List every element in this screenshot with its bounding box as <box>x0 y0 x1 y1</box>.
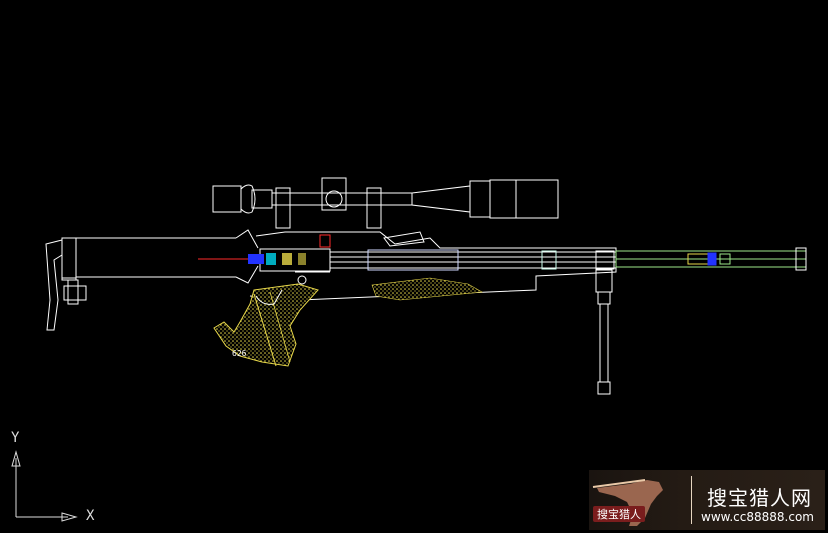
hunter-silhouette-icon <box>592 479 663 526</box>
ucs-x-label: X <box>86 508 95 524</box>
watermark-site-name: 搜宝猎人网 <box>707 486 812 510</box>
grip <box>213 283 319 367</box>
grip-label: 626 <box>232 349 247 358</box>
watermark-badge: 搜宝猎人 <box>593 506 645 522</box>
bipod <box>595 269 613 395</box>
ucs-y-label: Y <box>11 430 20 446</box>
scope <box>212 177 559 229</box>
stock <box>45 229 259 331</box>
trigger-guard <box>255 289 283 305</box>
internals <box>198 253 306 265</box>
watermark-url: www.cc88888.com <box>701 510 814 524</box>
watermark-divider <box>691 476 692 524</box>
barrel <box>615 247 807 271</box>
fore-hatch <box>371 277 483 301</box>
ucs-icon <box>11 450 78 522</box>
watermark: 搜宝猎人 搜宝猎人网 www.cc88888.com <box>589 470 825 530</box>
